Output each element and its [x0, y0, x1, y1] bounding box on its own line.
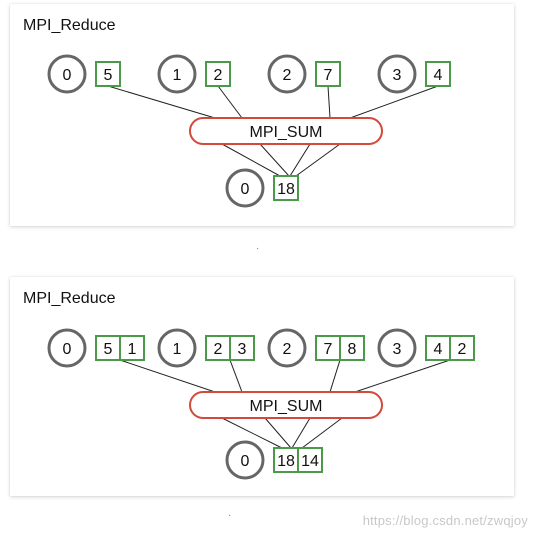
value-label: 8 [348, 341, 357, 358]
rank-circle [47, 54, 87, 94]
operation-label: MPI_SUM [250, 124, 323, 141]
value-label: 4 [434, 341, 443, 358]
output-connector-line [221, 143, 281, 177]
value-box [205, 61, 231, 87]
value-box [425, 61, 451, 87]
rank-label: 0 [241, 453, 250, 470]
value-label: 14 [301, 453, 319, 470]
value-box [315, 61, 341, 87]
rank-circle [267, 54, 307, 94]
diagram-title: MPI_Reduce [23, 17, 116, 34]
value-label: 2 [214, 67, 223, 84]
value-label: 18 [277, 453, 295, 470]
value-box [273, 447, 299, 473]
output-connector-line [289, 143, 311, 177]
input-connector-line [349, 85, 439, 119]
rank-circle [377, 54, 417, 94]
rank-circle [157, 54, 197, 94]
diagram-card-single-value: MPI_Reduce MPI_SUM 0 5 1 2 2 7 3 4 0 18 [10, 4, 514, 226]
rank-label: 2 [283, 67, 292, 84]
operation-pill [189, 391, 383, 419]
value-box [229, 335, 255, 361]
operation-pill [189, 117, 383, 145]
input-connector-line [217, 85, 243, 119]
value-box [449, 335, 475, 361]
rank-label: 2 [283, 341, 292, 358]
rank-label: 0 [63, 67, 72, 84]
stray-dot: · [256, 243, 260, 254]
reduce-diagram-svg: MPI_SUM 0 5 1 2 2 7 3 4 0 18 [47, 54, 451, 208]
value-label: 4 [434, 67, 443, 84]
rank-circle [157, 328, 197, 368]
input-connector-line [327, 85, 331, 119]
rank-circle [47, 328, 87, 368]
value-box [339, 335, 365, 361]
rank-label: 0 [241, 181, 250, 198]
output-connector-line [301, 417, 343, 449]
input-connector-line [329, 359, 341, 393]
input-connector-line [107, 85, 216, 119]
value-box [297, 447, 323, 473]
rank-circle [225, 168, 265, 208]
input-connector-line [354, 359, 451, 393]
operation-label: MPI_SUM [250, 398, 323, 415]
input-connector-line [119, 359, 216, 393]
value-box [273, 175, 299, 201]
value-label: 2 [214, 341, 223, 358]
output-connector-line [291, 417, 311, 449]
rank-circle [267, 328, 307, 368]
value-label: 1 [128, 341, 137, 358]
value-label: 7 [324, 341, 333, 358]
value-label: 5 [104, 341, 113, 358]
output-connector-line [221, 417, 283, 449]
rank-label: 0 [63, 341, 72, 358]
value-label: 2 [458, 341, 467, 358]
stray-dot: · [228, 510, 232, 521]
value-label: 5 [104, 67, 113, 84]
rank-label: 3 [393, 341, 402, 358]
value-label: 3 [238, 341, 247, 358]
value-label: 18 [277, 181, 295, 198]
output-connector-line [259, 143, 290, 177]
watermark: https://blog.csdn.net/zwqjoy [362, 513, 528, 528]
value-box [95, 61, 121, 87]
value-box [119, 335, 145, 361]
rank-circle [225, 440, 265, 480]
rank-label: 1 [173, 341, 182, 358]
input-connector-line [229, 359, 243, 393]
rank-label: 3 [393, 67, 402, 84]
rank-circle [377, 328, 417, 368]
output-connector-line [264, 417, 292, 449]
output-connector-line [295, 143, 341, 177]
rank-label: 1 [173, 67, 182, 84]
diagram-title: MPI_Reduce [23, 290, 116, 307]
value-label: 7 [324, 67, 333, 84]
value-box [95, 335, 121, 361]
